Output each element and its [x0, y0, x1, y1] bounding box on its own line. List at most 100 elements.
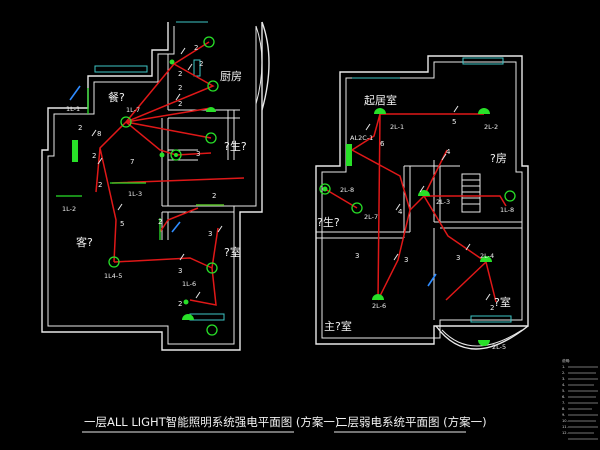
plan2-wire-ticks	[365, 105, 491, 301]
plan2-count: 3	[355, 252, 359, 260]
plan2-circuit-8: 2L-8	[340, 186, 354, 194]
plan1-switch-dot-1	[169, 59, 175, 65]
plan1-count: 2	[199, 60, 203, 68]
plan1-count: 2	[78, 124, 82, 132]
plan2-room-master: 主?室	[324, 319, 352, 333]
note-line: 7.	[562, 401, 565, 405]
plan1-count: 2	[98, 181, 102, 189]
plan1-count: 5	[120, 220, 124, 228]
plan2-partitions	[316, 160, 522, 320]
plan2-count: 6	[380, 140, 385, 148]
plan1-count: 2	[178, 100, 182, 108]
plan1-caption: 一层ALL LIGHT智能照明系统强电平面图 (方案一)	[84, 415, 339, 429]
plan2-wall-light-5	[372, 294, 384, 300]
first-floor-plan: 厨房 餐? ?生? 客? ?室 1L-1 1L-7 1L-2 1L-3 1L4-…	[41, 21, 339, 433]
plan1-room-kitchen: 厨房	[220, 70, 242, 83]
notes-body-lines	[568, 366, 598, 440]
plan1-inner-wall	[47, 26, 257, 345]
plan1-count: 3	[196, 150, 200, 158]
plan2-count: 4	[398, 208, 403, 216]
plan2-wall-light-4	[480, 256, 492, 262]
plan1-count: 2	[194, 44, 198, 52]
plan2-light-stairs	[504, 190, 516, 202]
note-line: 5.	[562, 389, 565, 393]
plan2-caption: 二层弱电系统平面图 (方案一)	[336, 415, 487, 429]
plan1-room-living: 客?	[76, 235, 93, 249]
second-floor-plan: 起居室 ?房 ?生? 主?室 ?室 AL2C-1 2L-1 2L-2 2L-8 …	[315, 55, 529, 433]
plan2-circuit-1: 2L-1	[390, 123, 404, 131]
plan1-light-bath	[205, 132, 217, 144]
plan2-count: 2	[490, 304, 494, 312]
plan1-wire-ticks	[91, 47, 223, 299]
design-notes: 说明: 1. 2. 3. 4. 5. 6. 7. 8. 9. 10. 11. 1…	[562, 358, 598, 440]
plan1-window-top	[94, 65, 148, 73]
plan1-circuit-1: 1L-1	[66, 105, 80, 113]
plan2-inner-wall	[321, 61, 523, 339]
plan1-circuit-3: 1L-3	[128, 190, 142, 198]
plan2-bay-window-inner	[441, 329, 523, 347]
plan2-wall-light-6	[478, 340, 490, 346]
plan2-light-8	[319, 183, 331, 195]
plan1-circuit-45: 1L4-5	[104, 272, 122, 280]
plan2-wall-light-3	[418, 190, 430, 196]
plan2-count: 5	[452, 118, 456, 126]
note-line: 3.	[562, 377, 565, 381]
plan1-light-living	[108, 256, 120, 268]
note-line: 10.	[562, 419, 568, 423]
plan1-bay-window	[261, 21, 270, 111]
plan2-panel-tag: AL2C-1	[350, 134, 373, 142]
plan2-wiring	[324, 113, 507, 303]
plan2-window-top	[462, 57, 504, 65]
plan2-stairs	[461, 173, 481, 213]
plan1-count: 3	[208, 230, 212, 238]
plan2-light-bath	[351, 202, 363, 214]
plan1-circuit-7: 1L-7	[126, 106, 140, 114]
plan1-outer-wall	[41, 22, 263, 351]
plan1-count: 2	[92, 152, 96, 160]
plan1-window-bottom	[189, 313, 225, 321]
plan2-circuit-7: 2L-7	[364, 213, 378, 221]
plan1-count: 8	[97, 130, 101, 138]
plan1-light-bedroom-low	[206, 324, 218, 336]
plan1-count: 2	[212, 192, 216, 200]
plan2-wall-light-1	[374, 108, 386, 114]
plan1-room-bedroom: ?室	[224, 245, 241, 259]
plan1-circuit-2: 1L-2	[62, 205, 76, 213]
plan1-door-1	[69, 85, 81, 101]
plan2-door-1	[427, 273, 437, 287]
note-line: 9.	[562, 413, 565, 417]
note-line: 2.	[562, 371, 565, 375]
plan2-room-living: 起居室	[364, 93, 397, 107]
plan2-distribution-panel	[346, 144, 352, 166]
plan2-count: 4	[446, 148, 451, 156]
plan2-wall-light-2	[478, 108, 490, 114]
plan1-light-bedroom	[206, 262, 218, 274]
plan1-light-kitchen-top	[203, 36, 215, 48]
plan1-light-kitchen	[207, 80, 219, 92]
plan2-bay-window	[435, 325, 529, 350]
plan1-count: 2	[178, 300, 182, 308]
plan2-circuit-5: 2L-5	[492, 343, 506, 351]
plan2-window-bottom	[470, 315, 512, 323]
plan1-bay-window-inner	[255, 25, 263, 105]
plan1-count: 3	[178, 267, 182, 275]
plan2-light-8-center	[322, 186, 328, 192]
notes-title: 说明:	[562, 358, 570, 363]
note-line: 11.	[562, 425, 568, 429]
plan1-wall-light-2	[182, 314, 194, 320]
note-line: 6.	[562, 395, 565, 399]
plan1-window-kitchen	[193, 59, 201, 77]
plan2-room-bath: ?生?	[317, 215, 340, 229]
plan1-room-dining: 餐?	[108, 90, 125, 104]
plan2-count: 3	[404, 256, 408, 264]
plan2-count: 3	[456, 254, 460, 262]
plan2-circuit-6: 2L-6	[372, 302, 386, 310]
plan1-count: 7	[130, 158, 134, 166]
note-line: 4.	[562, 383, 565, 387]
note-line: 1.	[562, 365, 565, 369]
plan1-distribution-panel	[72, 140, 78, 162]
plan2-circuit-2: 2L-2	[484, 123, 498, 131]
plan1-switch-dot-3	[183, 299, 189, 305]
plan1-partitions	[161, 54, 240, 240]
